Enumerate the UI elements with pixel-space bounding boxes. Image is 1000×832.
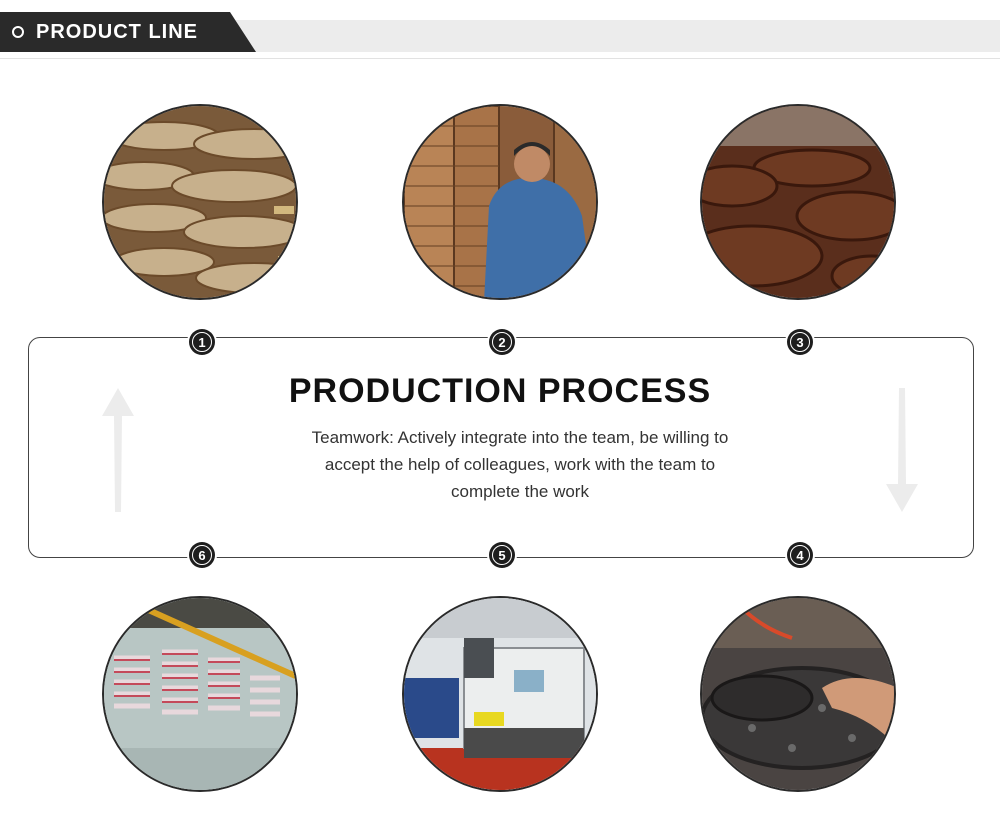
photo-step-6-painting-line (102, 596, 298, 792)
step-badge-2: 2 (489, 329, 515, 355)
step-number: 3 (790, 332, 810, 352)
process-description: Teamwork: Actively integrate into the te… (260, 424, 780, 505)
process-title: PRODUCTION PROCESS (288, 372, 712, 410)
arrow-down-icon (886, 388, 918, 512)
step-badge-6: 6 (189, 542, 215, 568)
description-line: Teamwork: Actively integrate into the te… (311, 428, 729, 447)
step-number: 2 (492, 332, 512, 352)
step-badge-5: 5 (489, 542, 515, 568)
photo-step-3-finished-boards (700, 104, 896, 300)
header-divider (0, 58, 1000, 59)
step-number: 4 (790, 545, 810, 565)
description-line: accept the help of colleagues, work with… (324, 455, 716, 474)
photo-step-4-assembly (700, 596, 896, 792)
description-line: complete the work (451, 482, 589, 501)
photo-step-2-worker (402, 104, 598, 300)
photo-step-5-cnc-machine (402, 596, 598, 792)
section-header-tab: PRODUCT LINE (0, 12, 256, 52)
step-number: 5 (492, 545, 512, 565)
photo-step-1-board-stacks (102, 104, 298, 300)
step-badge-1: 1 (189, 329, 215, 355)
step-number: 1 (192, 332, 212, 352)
step-badge-4: 4 (787, 542, 813, 568)
arrow-up-icon (102, 388, 134, 512)
step-badge-3: 3 (787, 329, 813, 355)
section-title: PRODUCT LINE (36, 20, 198, 43)
circle-bullet-icon (12, 26, 24, 38)
step-number: 6 (192, 545, 212, 565)
